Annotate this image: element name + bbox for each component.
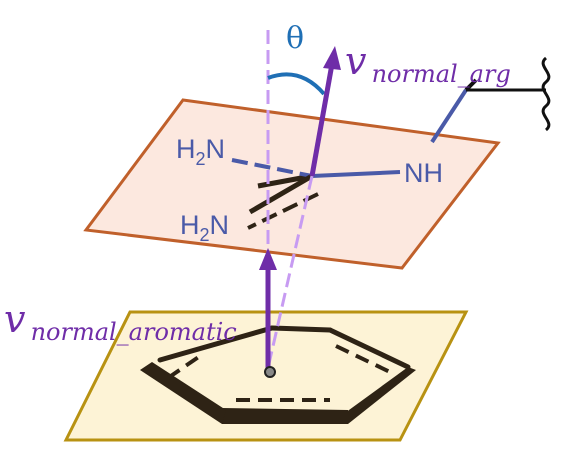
arginine-plane: [83, 98, 501, 270]
aromatic-normal-arrowhead: [259, 248, 277, 270]
aromatic-ring: [140, 325, 416, 424]
v-arg-symbol: v: [345, 39, 367, 83]
v-normal-arg-label: v normal_arg: [345, 39, 511, 88]
nh-label: NH: [404, 158, 443, 188]
theta-label: θ: [286, 21, 304, 56]
h2n-top-label: H2N: [176, 134, 225, 169]
v-arom-subscript: normal_aromatic: [31, 318, 237, 346]
wavy-bond-break-icon: [541, 56, 551, 132]
arginine-normal-vector: [309, 63, 335, 177]
v-normal-aromatic-label: v normal_aromatic: [4, 297, 237, 346]
arg-normal-extension-dashed: [266, 175, 314, 369]
aromatic-center-point: [264, 366, 276, 378]
v-arg-subscript: normal_arg: [372, 60, 511, 88]
arginine-normal-arrowhead: [323, 46, 341, 70]
v-arom-symbol: v: [4, 297, 26, 341]
h2n-bottom-label: H2N: [180, 210, 229, 245]
theta-angle-arc: [267, 72, 326, 96]
